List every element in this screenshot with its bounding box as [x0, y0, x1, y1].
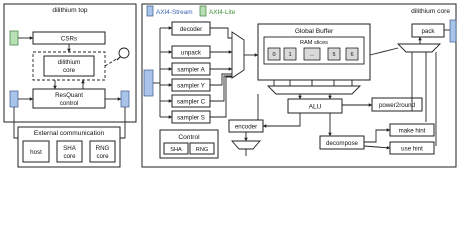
dilithium-core-label-1: dilithium	[58, 59, 81, 66]
sampler-c-label: sampler C	[177, 99, 206, 106]
ram-slot-6	[345, 47, 359, 61]
decompose-label: decompose	[326, 140, 359, 147]
wire-decompose-usehint	[363, 145, 391, 150]
ram-slot-ellipsis-label: ...	[310, 52, 315, 58]
legend-stream-swatch	[146, 5, 154, 17]
host-block	[22, 140, 50, 163]
rng-core-label-2: core	[96, 153, 109, 160]
make-hint-label: make hint	[399, 128, 426, 135]
sha-core-block	[56, 140, 83, 163]
architecture-diagram: dilithium top CSRs dilithium core ResQua…	[3, 3, 457, 168]
sha-core-label-1: SHA	[63, 145, 77, 152]
wire-buffer-packmux	[369, 47, 399, 56]
ram-slot-5-label: 5	[332, 52, 335, 58]
zoom-connector-line	[104, 57, 119, 67]
ram-slot-5	[327, 47, 341, 61]
host-label: host	[30, 149, 42, 156]
ram-slot-0-label: 0	[272, 52, 275, 58]
rng-core-block	[89, 140, 116, 163]
dilithium-core-inner	[43, 55, 95, 77]
wire-samplerc-mux	[210, 75, 232, 102]
core-detail-title: dilithium core	[411, 8, 450, 15]
wire-samplery-mux	[210, 73, 232, 86]
legend-lite-label: AXI4-Lite	[209, 9, 236, 16]
sampler-a-label: sampler A	[177, 67, 205, 74]
encoder-label: encoder	[235, 124, 257, 131]
control-title: Control	[178, 134, 200, 141]
core-output-stream-port	[449, 19, 457, 43]
decompose-block	[319, 135, 365, 150]
wire-decompose-makehint	[364, 128, 391, 143]
control-sha-label: SHA	[170, 147, 182, 153]
control-rng-block	[189, 142, 215, 155]
pack-block	[411, 23, 445, 38]
resquant-label-2: control	[60, 100, 79, 107]
sha-core-label-2: core	[63, 153, 76, 160]
axis-port-left	[9, 90, 19, 108]
sampler-s-label: sampler S	[177, 115, 205, 122]
sampler-y-label: sampler Y	[177, 83, 205, 90]
ram-slot-6-label: 6	[350, 52, 353, 58]
ram-slot-0	[267, 47, 281, 61]
ram-slot-ellipsis	[303, 47, 321, 61]
legend-stream-label: AXI4-Stream	[156, 9, 193, 16]
legend-lite-swatch	[199, 5, 207, 17]
dilithium-core-label-2: core	[63, 67, 76, 74]
global-buffer-label: Global Buffer	[295, 28, 334, 35]
wire-decoder-mux	[210, 27, 232, 39]
pack-label: pack	[421, 28, 435, 35]
unpack-label: unpack	[181, 50, 202, 57]
wire-alu-encoder	[262, 113, 301, 128]
ram-slices-label: RAM slices	[300, 40, 328, 46]
axi-lite-port	[9, 30, 19, 46]
control-rng-label: RNG	[196, 147, 208, 153]
external-title: External communication	[34, 130, 105, 137]
dilithium-top-title: dilithium top	[52, 7, 88, 14]
magnifier-icon	[116, 47, 130, 61]
resquant-label-1: ResQuant	[55, 92, 83, 99]
encoder-output-mux	[231, 140, 261, 150]
wire-samplers-mux	[210, 76, 232, 118]
ram-slot-1-label: 1	[288, 52, 291, 58]
alu-block	[287, 98, 343, 114]
power2round-label: power2round	[379, 102, 416, 109]
diagram-canvas: dilithium top CSRs dilithium core ResQua…	[3, 3, 457, 168]
rng-core-label-1: RNG	[96, 145, 110, 152]
alu-label: ALU	[309, 104, 322, 111]
axis-port-right	[120, 90, 130, 108]
use-hint-label: use hint	[401, 146, 423, 153]
buffer-output-mux	[266, 85, 362, 95]
input-mux	[231, 31, 245, 79]
control-sha-block	[163, 142, 189, 155]
core-input-stream-port	[143, 69, 154, 97]
decoder-label: decoder	[180, 26, 202, 33]
ram-slot-1	[283, 47, 297, 61]
csrs-label: CSRs	[61, 36, 77, 43]
pack-input-mux	[396, 43, 442, 53]
